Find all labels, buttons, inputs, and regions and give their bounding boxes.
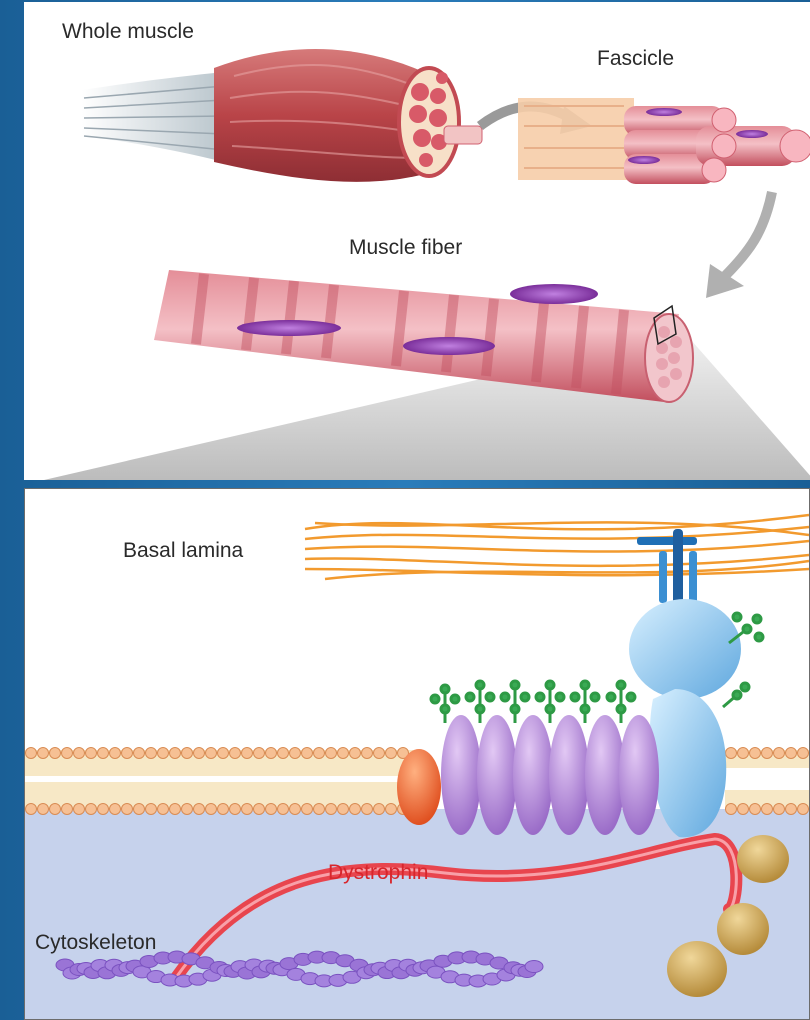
lipid-head — [122, 804, 133, 815]
lipid-head — [206, 748, 217, 759]
actin-bead — [525, 960, 543, 972]
lipid-head — [218, 748, 229, 759]
lipid-head — [38, 748, 49, 759]
lipid-head — [350, 748, 361, 759]
lipid-head — [314, 804, 325, 815]
lipid-head — [242, 804, 253, 815]
lipid-head — [98, 748, 109, 759]
lipid-head — [182, 748, 193, 759]
label-fascicle: Fascicle — [597, 47, 674, 71]
lipid-head — [774, 804, 785, 815]
lipid-head — [386, 804, 397, 815]
lipid-head — [266, 804, 277, 815]
muscle-fiber-illustration — [154, 270, 693, 402]
lipid-head — [158, 804, 169, 815]
label-dystrophin: Dystrophin — [328, 861, 428, 885]
lipid-head — [798, 804, 809, 815]
lipid-head — [50, 804, 61, 815]
lipid-head — [242, 748, 253, 759]
lipid-head — [326, 748, 337, 759]
lipid-head — [278, 804, 289, 815]
label-cytoskeleton: Cytoskeleton — [35, 931, 156, 955]
fascicle-illustration — [518, 98, 810, 184]
lipid-head — [762, 804, 773, 815]
orange-protein — [397, 749, 441, 825]
small-fascicle — [444, 126, 482, 144]
lipid-head — [374, 804, 385, 815]
lipid-head — [750, 748, 761, 759]
lipid-head — [338, 748, 349, 759]
lipid-head — [86, 748, 97, 759]
lipid-head — [338, 804, 349, 815]
lipid-head — [62, 804, 73, 815]
lipid-head — [786, 804, 797, 815]
lipid-head — [146, 748, 157, 759]
lipid-head — [230, 804, 241, 815]
lipid-head — [170, 804, 181, 815]
lipid-head — [738, 748, 749, 759]
lipid-head — [726, 804, 737, 815]
lipid-head — [302, 804, 313, 815]
lipid-head — [170, 748, 181, 759]
lipid-head — [362, 804, 373, 815]
lipid-head — [194, 804, 205, 815]
lipid-head — [374, 748, 385, 759]
lipid-head — [350, 804, 361, 815]
lipid-head — [266, 748, 277, 759]
lipid-head — [278, 748, 289, 759]
tendon — [82, 72, 224, 162]
lipid-head — [74, 804, 85, 815]
lipid-head — [134, 748, 145, 759]
lipid-head — [86, 804, 97, 815]
lipid-head — [726, 748, 737, 759]
lipid-head — [750, 804, 761, 815]
lipid-head — [26, 748, 37, 759]
lipid-head — [50, 748, 61, 759]
lipid-head — [98, 804, 109, 815]
lipid-head — [302, 748, 313, 759]
lipid-head — [110, 748, 121, 759]
lipid-head — [158, 748, 169, 759]
label-muscle-fiber: Muscle fiber — [349, 236, 462, 260]
lipid-head — [290, 804, 301, 815]
lipid-head — [74, 748, 85, 759]
lipid-head — [62, 748, 73, 759]
lipid-head — [110, 804, 121, 815]
lipid-head — [798, 748, 809, 759]
lipid-head — [146, 804, 157, 815]
dystrophin-complex-panel: Basal lamina Dystrophin Cytoskeleton — [24, 488, 810, 1020]
lipid-head — [182, 804, 193, 815]
muscle-hierarchy-panel: Whole muscle Fascicle Muscle fiber — [24, 2, 810, 480]
lipid-head — [290, 748, 301, 759]
lipid-head — [362, 748, 373, 759]
lipid-head — [194, 748, 205, 759]
lipid-head — [254, 748, 265, 759]
lipid-head — [206, 804, 217, 815]
lipid-head — [786, 748, 797, 759]
lipid-head — [314, 748, 325, 759]
lipid-head — [134, 804, 145, 815]
lipid-head — [386, 748, 397, 759]
basal-lamina-fibers — [305, 515, 809, 579]
label-basal-lamina: Basal lamina — [123, 539, 243, 563]
lipid-head — [774, 748, 785, 759]
lipid-head — [326, 804, 337, 815]
label-whole-muscle: Whole muscle — [62, 20, 194, 44]
lipid-head — [762, 748, 773, 759]
lipid-head — [254, 804, 265, 815]
lipid-head — [738, 804, 749, 815]
lipid-head — [38, 804, 49, 815]
lipid-head — [218, 804, 229, 815]
arrow-to-fiber — [724, 192, 772, 277]
lipid-head — [26, 804, 37, 815]
lipid-head — [230, 748, 241, 759]
lipid-head — [122, 748, 133, 759]
